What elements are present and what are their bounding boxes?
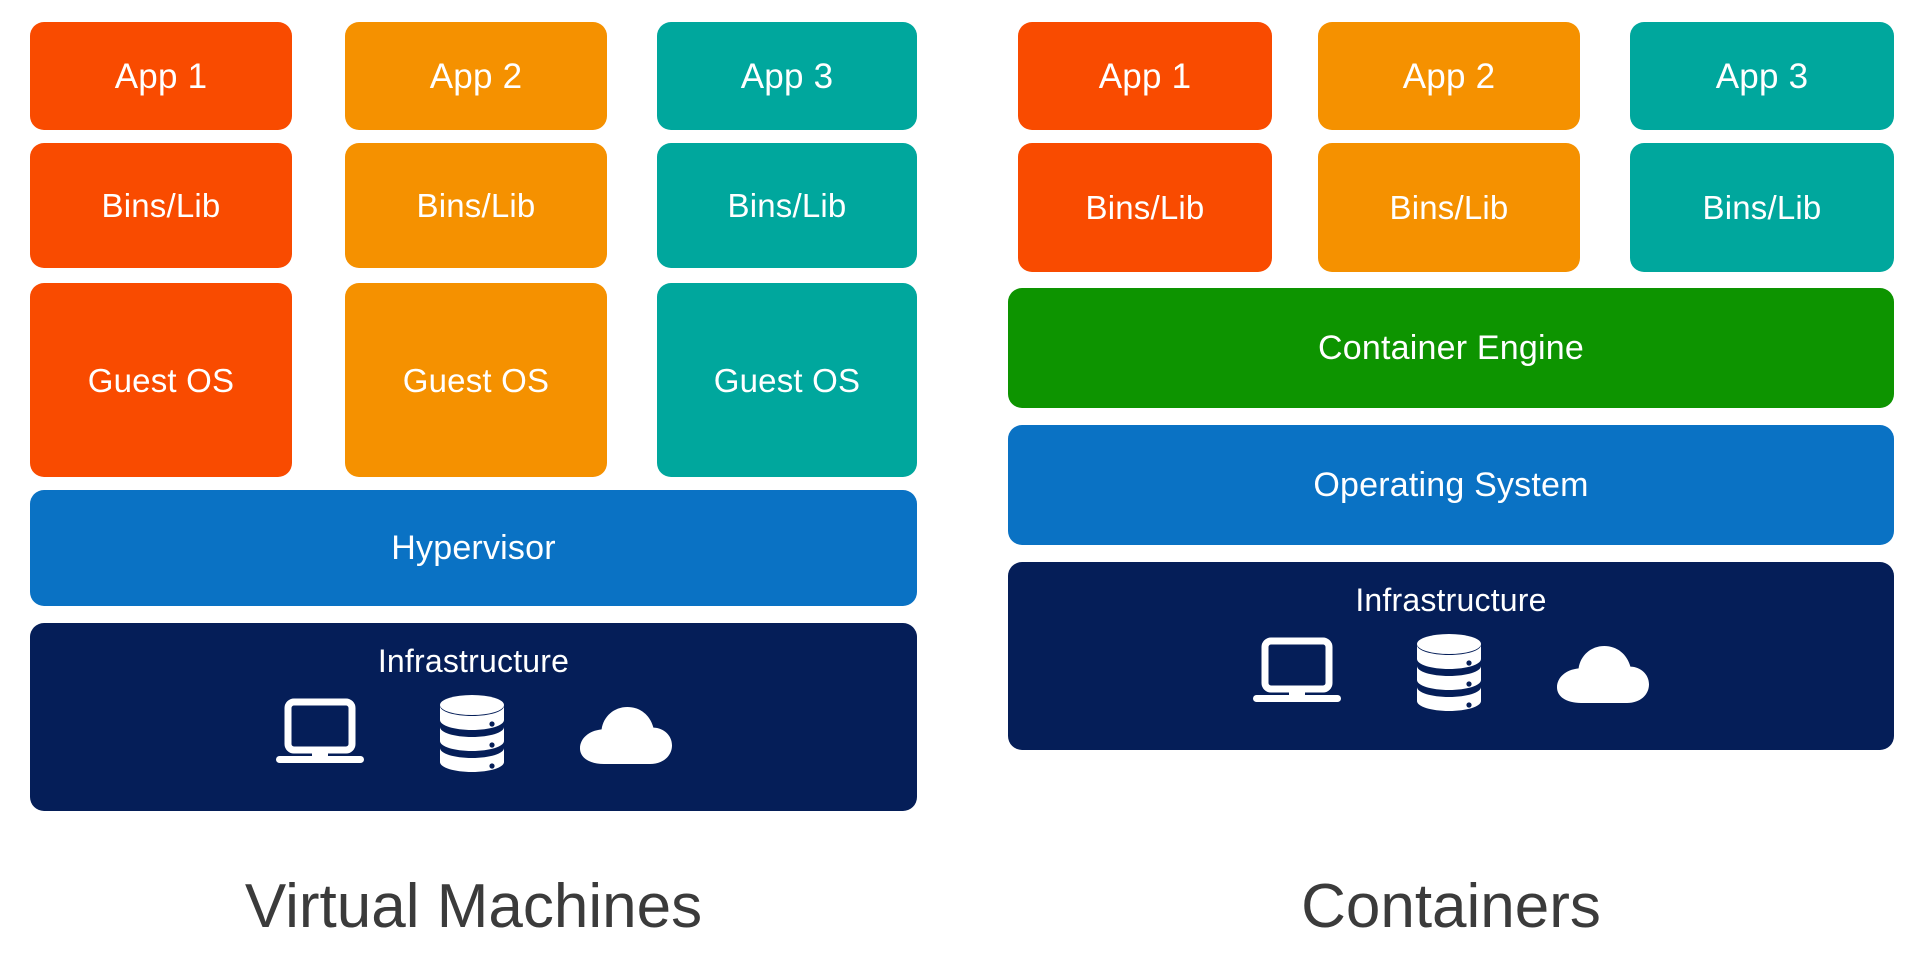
container-bins-lib-3-block[interactable]: Bins/Lib: [1630, 143, 1894, 272]
vm-guest-os-1-block[interactable]: Guest OS: [30, 283, 292, 477]
laptop-icon: [1251, 637, 1343, 711]
container-operating-system-label: Operating System: [1313, 466, 1589, 504]
container-app-2-label: App 2: [1402, 56, 1496, 96]
vm-infrastructure-block[interactable]: Infrastructure: [30, 623, 917, 811]
vm-guest-os-2-label: Guest OS: [402, 361, 550, 399]
container-infrastructure-icons: [1251, 632, 1651, 716]
container-bins-lib-3-label: Bins/Lib: [1702, 189, 1822, 226]
vm-bins-lib-3-label: Bins/Lib: [727, 187, 847, 224]
vm-hypervisor-block[interactable]: Hypervisor: [30, 490, 917, 606]
container-infrastructure-label: Infrastructure: [1355, 582, 1547, 618]
database-icon: [436, 693, 508, 777]
container-infrastructure-block[interactable]: Infrastructure: [1008, 562, 1894, 750]
container-bins-lib-1-block[interactable]: Bins/Lib: [1018, 143, 1272, 272]
container-bins-lib-1-label: Bins/Lib: [1085, 189, 1205, 226]
vm-bins-lib-3-block[interactable]: Bins/Lib: [657, 143, 917, 268]
vm-bins-lib-2-label: Bins/Lib: [416, 187, 536, 224]
container-app-2-block[interactable]: App 2: [1318, 22, 1580, 130]
vm-app-3-label: App 3: [740, 56, 834, 96]
vm-guest-os-3-label: Guest OS: [713, 361, 861, 399]
container-app-1-block[interactable]: App 1: [1018, 22, 1272, 130]
cloud-icon: [1555, 641, 1651, 707]
vm-infrastructure-icons: [274, 693, 674, 777]
container-bins-lib-2-block[interactable]: Bins/Lib: [1318, 143, 1580, 272]
vm-bins-lib-1-block[interactable]: Bins/Lib: [30, 143, 292, 268]
vm-app-3-block[interactable]: App 3: [657, 22, 917, 130]
vm-app-2-label: App 2: [429, 56, 523, 96]
vm-guest-os-1-label: Guest OS: [87, 361, 235, 399]
vm-bins-lib-1-label: Bins/Lib: [101, 187, 221, 224]
laptop-icon: [274, 698, 366, 772]
vm-app-2-block[interactable]: App 2: [345, 22, 607, 130]
database-icon: [1413, 632, 1485, 716]
container-app-1-label: App 1: [1098, 56, 1192, 96]
container-engine-label: Container Engine: [1318, 329, 1584, 367]
container-bins-lib-2-label: Bins/Lib: [1389, 189, 1509, 226]
container-app-3-label: App 3: [1715, 56, 1809, 96]
container-engine-block[interactable]: Container Engine: [1008, 288, 1894, 408]
container-app-3-block[interactable]: App 3: [1630, 22, 1894, 130]
container-operating-system-block[interactable]: Operating System: [1008, 425, 1894, 545]
vm-guest-os-2-block[interactable]: Guest OS: [345, 283, 607, 477]
vm-guest-os-3-block[interactable]: Guest OS: [657, 283, 917, 477]
cloud-icon: [578, 702, 674, 768]
vm-hypervisor-label: Hypervisor: [391, 529, 556, 567]
container-caption: Containers: [1301, 872, 1601, 941]
vm-app-1-label: App 1: [114, 56, 208, 96]
vm-caption: Virtual Machines: [244, 872, 703, 941]
vm-infrastructure-label: Infrastructure: [377, 643, 570, 679]
vm-app-1-block[interactable]: App 1: [30, 22, 292, 130]
vm-bins-lib-2-block[interactable]: Bins/Lib: [345, 143, 607, 268]
